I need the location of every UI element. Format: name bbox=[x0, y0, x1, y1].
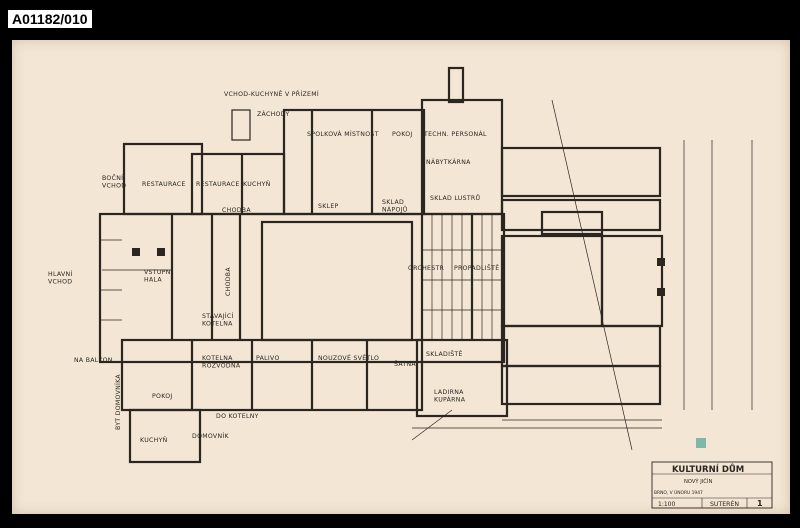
room-label-byt-domovnika: BYT DOMOVNÍKA bbox=[113, 374, 122, 430]
room-label-chodba-top: CHODBA bbox=[222, 207, 251, 214]
room-label-techn: TECHN. PERSONÁL bbox=[423, 129, 487, 138]
room-label-nouzove: NOUZOVÉ SVĚTLO bbox=[318, 353, 379, 362]
room-label-kuchyn-top: KUCHYŇ bbox=[243, 179, 271, 188]
room-label-pokoj-left: POKOJ bbox=[152, 393, 173, 400]
room-label-sklep: SKLEP bbox=[318, 203, 339, 210]
room-label-zachody: ZÁCHODY bbox=[257, 109, 290, 118]
room-label-na-balkon: NA BALKON bbox=[74, 357, 113, 364]
room-label-spolkova: SPOLKOVÁ MÍSTNOST bbox=[307, 129, 379, 138]
title-block-scale: 1:100 bbox=[658, 501, 675, 508]
room-label-restaurace-1: RESTAURACE bbox=[142, 181, 186, 188]
room-label-palivo: PALIVO bbox=[256, 355, 280, 362]
title-block-sheet-number: 1 bbox=[757, 499, 763, 508]
room-label-orchestr: ORCHESTR bbox=[408, 265, 445, 272]
title-block-title: KULTURNÍ DŮM bbox=[672, 463, 744, 475]
title-block: KULTURNÍ DŮM NOVÝ JIČÍN BRNO, V ÚNORU 19… bbox=[651, 461, 773, 509]
blueprint-sheet: VCHOD-KUCHYNĚ V PŘÍZEMÍ ZÁCHODY SPOLKOVÁ… bbox=[12, 40, 790, 514]
room-label-vchod-kuchyne: VCHOD-KUCHYNĚ V PŘÍZEMÍ bbox=[224, 89, 319, 98]
floor-plan-drawing: VCHOD-KUCHYNĚ V PŘÍZEMÍ ZÁCHODY SPOLKOVÁ… bbox=[48, 66, 773, 509]
room-label-sklad-lustru: SKLAD LUSTRŮ bbox=[430, 193, 480, 202]
hatch-and-dimension-lines bbox=[100, 99, 753, 451]
room-label-propadliste: PROPADLIŠTĚ bbox=[454, 263, 499, 272]
title-block-sheet-name: SUTERÉN bbox=[710, 499, 739, 508]
room-label-do-kotelny: DO KOTELNY bbox=[216, 413, 259, 420]
room-label-satna: ŠATNA bbox=[394, 359, 416, 368]
archive-code-label: A01182/010 bbox=[8, 10, 92, 28]
room-label-skladiste: SKLADIŠTĚ bbox=[426, 349, 463, 358]
room-label-restaurace-2: RESTAURACE bbox=[196, 181, 240, 188]
title-block-date: BRNO, V ÚNORU 1947 bbox=[654, 489, 703, 496]
room-label-chodba-vertical: CHODBA bbox=[225, 267, 232, 296]
column-marks bbox=[132, 109, 665, 296]
title-block-location: NOVÝ JIČÍN bbox=[684, 478, 712, 485]
room-label-domovnik: DOMOVNÍK bbox=[192, 431, 230, 440]
room-label-pokoj-top: POKOJ bbox=[392, 131, 413, 138]
room-label-kuchyn-bottom: KUCHYŇ bbox=[140, 435, 168, 444]
wall-lines bbox=[98, 66, 664, 464]
room-label-nabytkarna: NÁBYTKÁRNA bbox=[426, 157, 471, 166]
archive-stamp-icon bbox=[696, 438, 706, 448]
